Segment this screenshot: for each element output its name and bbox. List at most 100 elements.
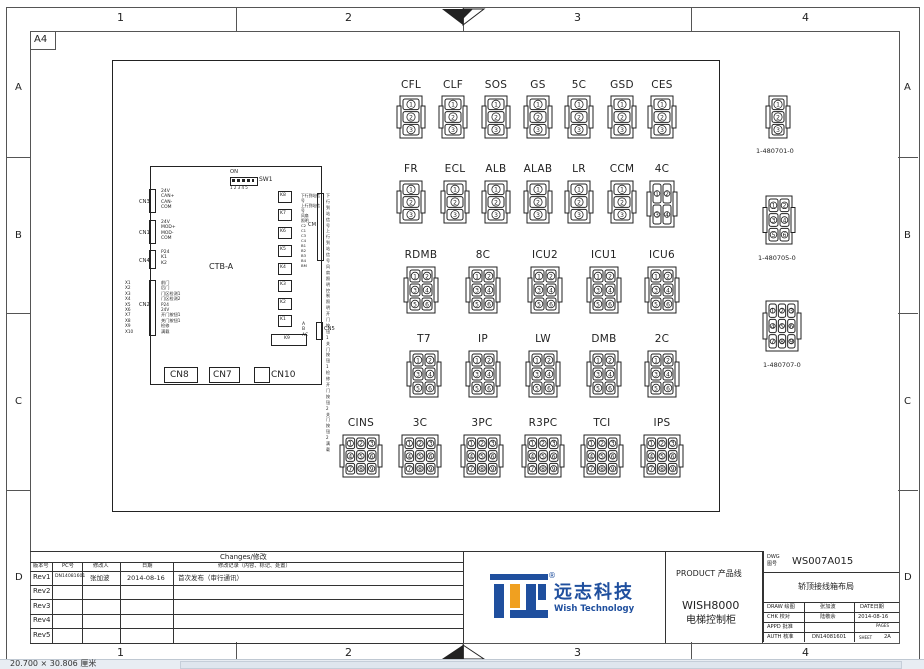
column-number: 3 — [574, 646, 581, 659]
svg-text:3: 3 — [409, 127, 413, 134]
relay-box: K8 — [278, 191, 292, 203]
zone-divider — [898, 313, 918, 314]
svg-text:6: 6 — [547, 385, 551, 392]
cm-right-label: 关门按钮2 — [326, 411, 330, 441]
cn2-x-label: X7 — [125, 312, 131, 318]
svg-text:2: 2 — [536, 199, 540, 206]
svg-text:3: 3 — [654, 371, 658, 378]
cn5-pins: A B AC — [302, 322, 308, 338]
chk-label: CHK 校对 — [767, 614, 790, 620]
svg-text:2: 2 — [409, 199, 413, 206]
row-letter: A — [904, 82, 911, 93]
cn2-x-label: X9 — [125, 323, 131, 329]
cn5-terminal — [316, 322, 323, 340]
pin-label: CAN- — [161, 199, 173, 205]
date-value: 2014-08-16 — [858, 614, 889, 620]
changes-note: 首次发布（审行通讯） — [178, 574, 243, 582]
port-cn7 — [209, 367, 240, 383]
connector-label: LW — [535, 333, 551, 345]
column-number: 4 — [802, 11, 809, 24]
cm-right-label: 关门按钮1 — [326, 340, 330, 370]
svg-text:1: 1 — [494, 102, 498, 109]
svg-text:1: 1 — [409, 102, 413, 109]
connector-label: CFL — [400, 79, 422, 91]
status-dimensions: 20.700 × 30.806 厘米 — [10, 659, 97, 668]
svg-text:9: 9 — [429, 466, 433, 473]
svg-text:3: 3 — [552, 441, 556, 448]
connector-label: CCM — [609, 163, 635, 175]
svg-text:3: 3 — [596, 371, 600, 378]
svg-text:2: 2 — [480, 441, 484, 448]
cm-pin-label: B2 — [301, 248, 307, 253]
pin-label: A — [302, 322, 306, 327]
svg-text:7: 7 — [348, 466, 352, 473]
svg-text:8: 8 — [660, 466, 664, 473]
svg-text:6: 6 — [487, 301, 491, 308]
svg-text:5: 5 — [475, 385, 479, 392]
cm-label: CM — [308, 222, 317, 228]
svg-text:3: 3 — [475, 371, 479, 378]
connector-label: R3PC — [528, 417, 558, 429]
svg-text:2: 2 — [425, 273, 429, 280]
auth-label: AUTH 核准 — [767, 634, 794, 640]
svg-text:1: 1 — [620, 187, 624, 194]
cn2-pin-label: 开门按钮1 — [161, 312, 181, 318]
cm-pin-label: B3 — [301, 253, 307, 258]
relay-label: K4 — [280, 265, 286, 270]
port-cn7-label: CN7 — [213, 370, 232, 380]
relay-box: K4 — [278, 263, 292, 275]
signoff-grid: DRAW 绘图 张加波 DATE日期 CHK 校对 陆敬余 2014-08-16… — [764, 602, 899, 642]
port-cn10-label: CN10 — [271, 370, 296, 380]
sheet-number: 2A — [884, 634, 891, 640]
relay-box: K9 — [271, 334, 307, 346]
svg-text:2: 2 — [487, 273, 491, 280]
connector-label: ICU6 — [649, 249, 675, 261]
changes-rev: Rev4 — [33, 616, 51, 625]
car-top-box-outline — [112, 60, 720, 512]
svg-text:6: 6 — [789, 323, 793, 330]
cm-pin-label: C3 — [301, 233, 307, 238]
connector-label: GS — [530, 79, 546, 91]
cm-pin-label: 上行到站信号 — [301, 203, 320, 213]
sheet-label: SHEET — [859, 635, 873, 640]
cm-pin-label: BM — [301, 263, 307, 268]
svg-text:2: 2 — [665, 191, 669, 198]
svg-text:1: 1 — [536, 102, 540, 109]
svg-text:2: 2 — [783, 203, 787, 210]
svg-text:3: 3 — [475, 287, 479, 294]
svg-text:6: 6 — [671, 453, 675, 460]
cn1-label: CN1 — [139, 230, 150, 236]
connector-label: ALAB — [523, 163, 553, 175]
relay-box: K6 — [278, 227, 292, 239]
cm-right-label: 上行到站信号 — [326, 228, 330, 263]
svg-text:2: 2 — [577, 114, 581, 121]
svg-text:8: 8 — [418, 466, 422, 473]
relay-label: K2 — [280, 300, 286, 305]
svg-text:5: 5 — [475, 301, 479, 308]
svg-text:2: 2 — [451, 114, 455, 121]
svg-text:3: 3 — [491, 441, 495, 448]
svg-text:1: 1 — [469, 441, 473, 448]
column-number: 2 — [345, 11, 352, 24]
cm-right-label: 照明 — [326, 299, 330, 311]
cn2-pin-label: 门区检测1 — [161, 290, 181, 296]
svg-text:2: 2 — [608, 357, 612, 364]
svg-text:6: 6 — [425, 301, 429, 308]
svg-text:2: 2 — [666, 357, 670, 364]
draw-label: DRAW 绘图 — [767, 604, 795, 610]
svg-text:5: 5 — [596, 301, 600, 308]
cn5-label: CN5 — [324, 326, 335, 332]
cm-pin-label: C1 — [301, 228, 307, 233]
